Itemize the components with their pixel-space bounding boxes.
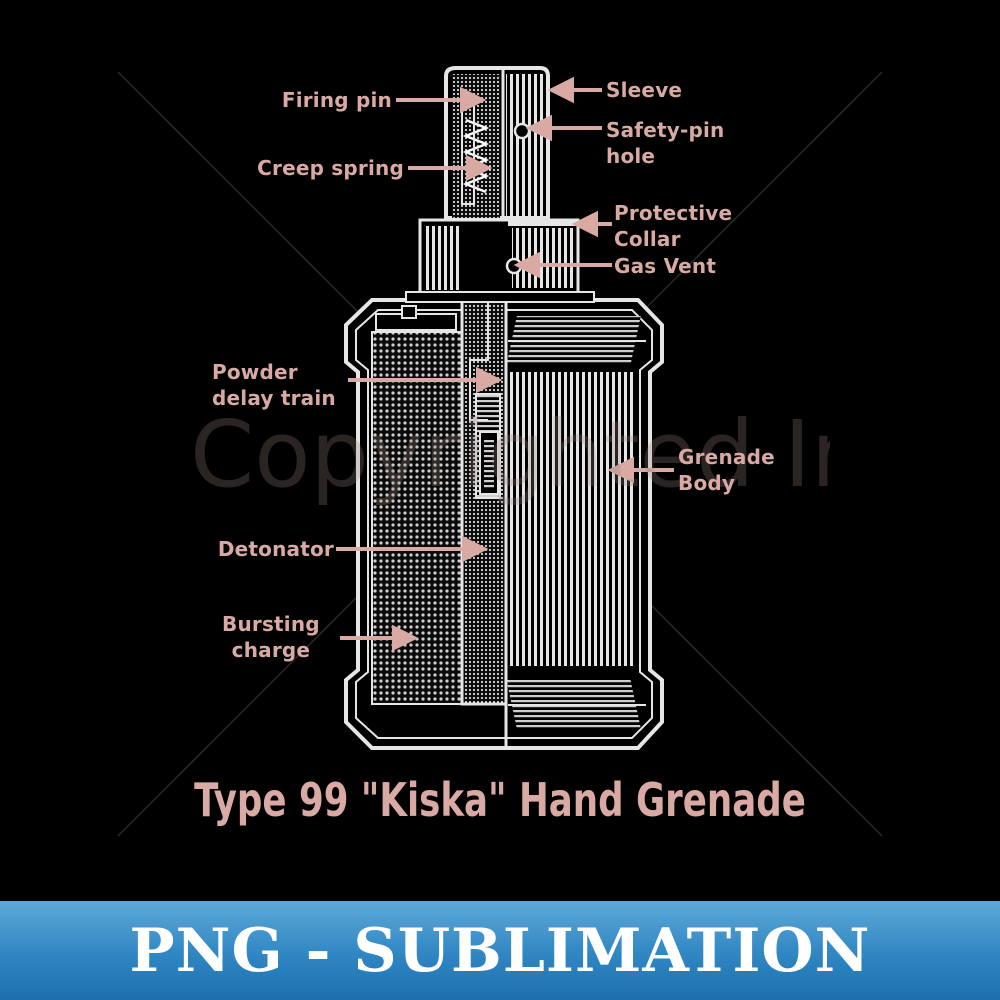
- label-bursting-charge: Bursting charge: [222, 611, 320, 663]
- label-bursting-charge-line2: charge: [231, 638, 311, 662]
- bottom-banner: PNG - SUBLIMATION: [0, 901, 1000, 1000]
- protective-collar: [405, 218, 595, 303]
- label-powder-delay-train-line2: delay train: [212, 386, 336, 410]
- safety-pin-hole: [513, 122, 531, 140]
- label-sleeve: Sleeve: [606, 78, 683, 102]
- label-protective-collar: Protective Collar: [614, 200, 732, 252]
- banner-text: PNG - SUBLIMATION: [129, 916, 871, 986]
- label-firing-pin: Firing pin: [281, 88, 392, 112]
- label-bursting-charge-line1: Bursting: [222, 612, 320, 636]
- label-protective-collar-line2: Collar: [614, 227, 681, 251]
- diagram-title: Type 99 "Kiska" Hand Grenade: [194, 773, 806, 827]
- label-safety-pin-hole: Safety-pin hole: [606, 117, 724, 169]
- leader-arrows: [336, 76, 674, 652]
- label-grenade-body-line1: Grenade: [678, 445, 775, 469]
- watermark-text: Copyrighted Image: [190, 401, 830, 508]
- label-grenade-body-line2: Body: [678, 471, 736, 495]
- label-detonator: Detonator: [217, 537, 334, 561]
- label-powder-delay-train-line1: Powder: [212, 360, 298, 384]
- label-protective-collar-line1: Protective: [614, 201, 733, 225]
- creep-spring-coil: [462, 118, 490, 194]
- label-safety-pin-hole-line2: hole: [606, 144, 656, 168]
- body-ribbing: [508, 372, 636, 666]
- label-grenade-body: Grenade Body: [678, 444, 775, 496]
- bursting-charge-fill: [371, 331, 463, 705]
- label-powder-delay-train: Powder delay train: [212, 359, 336, 411]
- label-safety-pin-hole-line1: Safety-pin: [606, 118, 725, 142]
- label-gas-vent: Gas Vent: [614, 254, 717, 278]
- label-creep-spring: Creep spring: [257, 156, 404, 180]
